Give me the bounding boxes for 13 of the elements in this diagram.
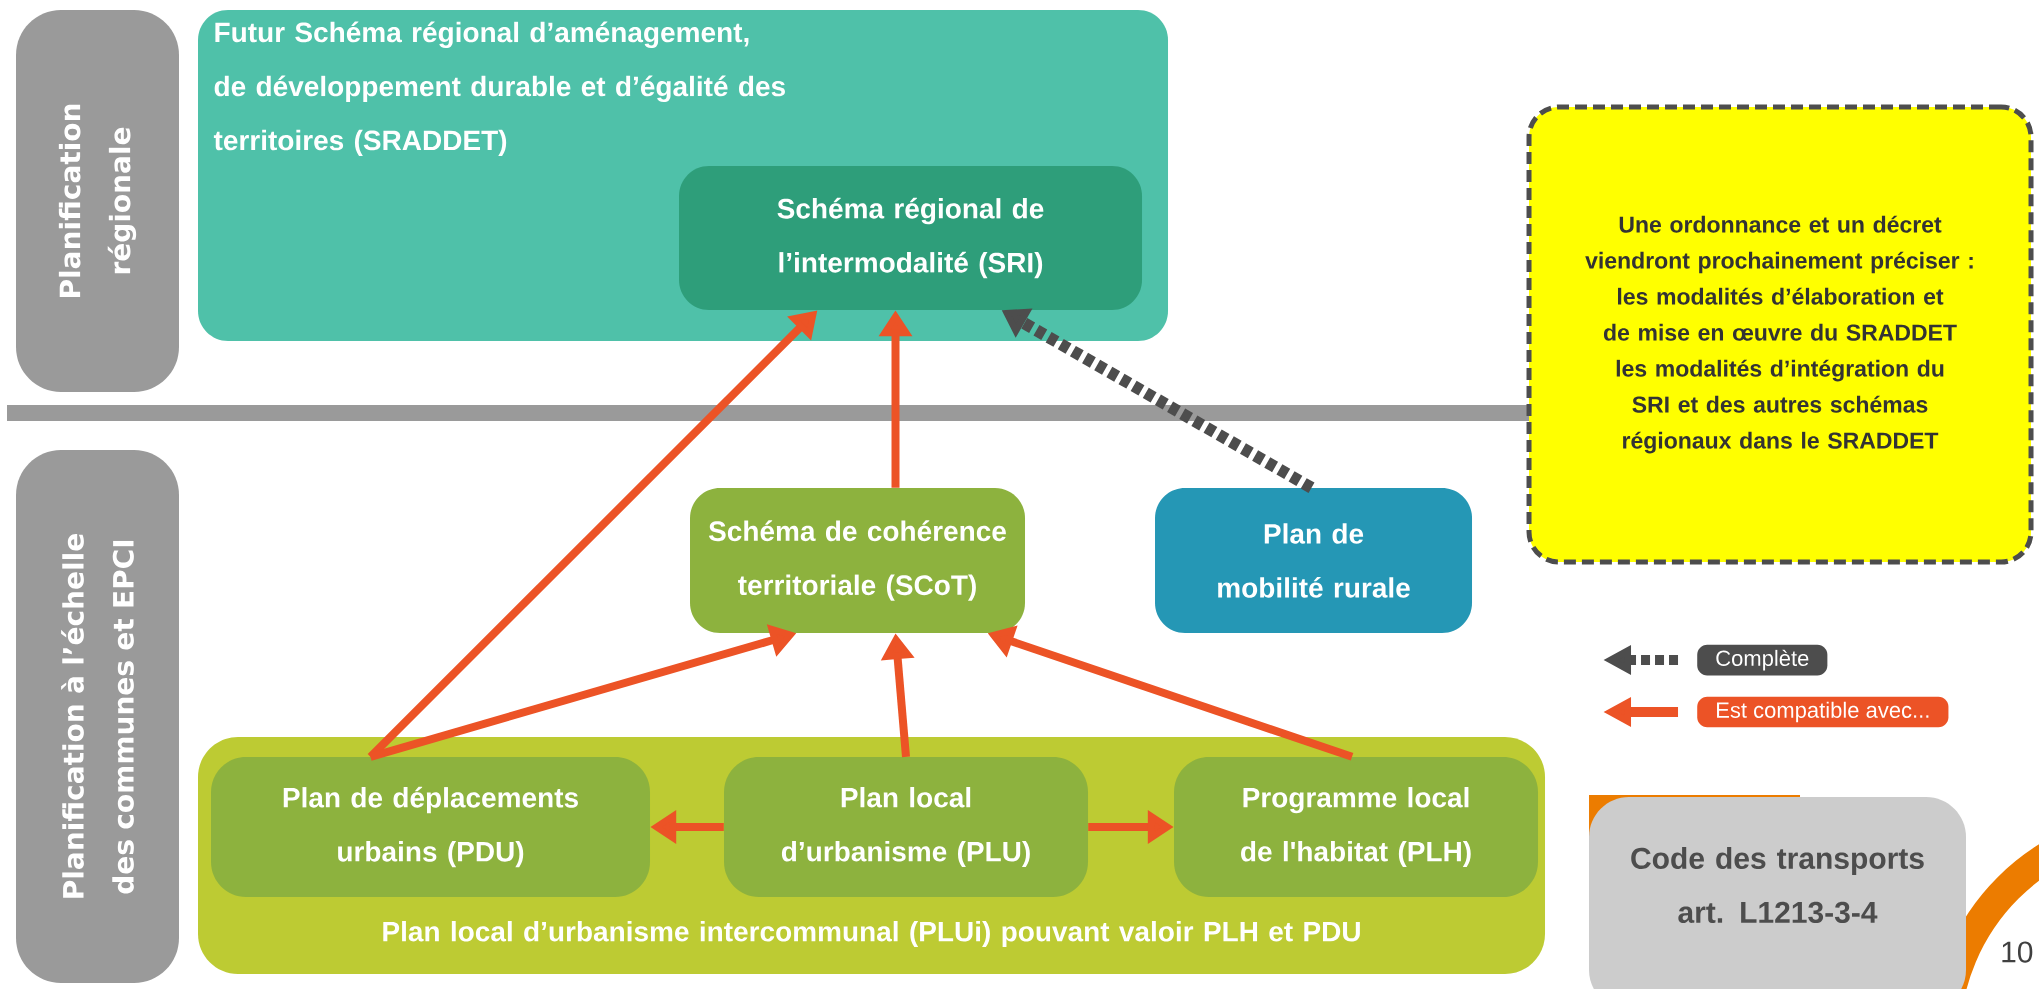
process-box: Plan local d’urbanisme (PLU) xyxy=(724,757,1088,897)
section-band: Planification à l’échelle des communes et EPCI xyxy=(16,450,179,983)
process-box: Plan de mobilité rurale xyxy=(1155,488,1472,633)
legend-label: Est compatible avec... xyxy=(1697,696,1949,728)
reference-box: Code des transports art. L1213-3-4 xyxy=(1589,797,1966,989)
section-band: Planification régionale xyxy=(16,10,179,392)
process-box: Schéma régional de l’intermodalité (SRI) xyxy=(679,166,1142,310)
note-box: Une ordonnance et un décret viendront prochainement préciser : les modalités d’élaboration et de mise en œuvre du SRADDET les modalités d’intégration du SRI et des autres schémas régionaux dans le SRADDET xyxy=(1526,104,2034,565)
legend-label: Complète xyxy=(1697,644,1828,676)
process-box: Programme local de l'habitat (PLH) xyxy=(1174,757,1538,897)
process-box: Plan de déplacements urbains (PDU) xyxy=(211,757,650,897)
page-number: 10 xyxy=(2002,941,2033,963)
process-box: Schéma de cohérence territoriale (SCoT) xyxy=(690,488,1025,633)
